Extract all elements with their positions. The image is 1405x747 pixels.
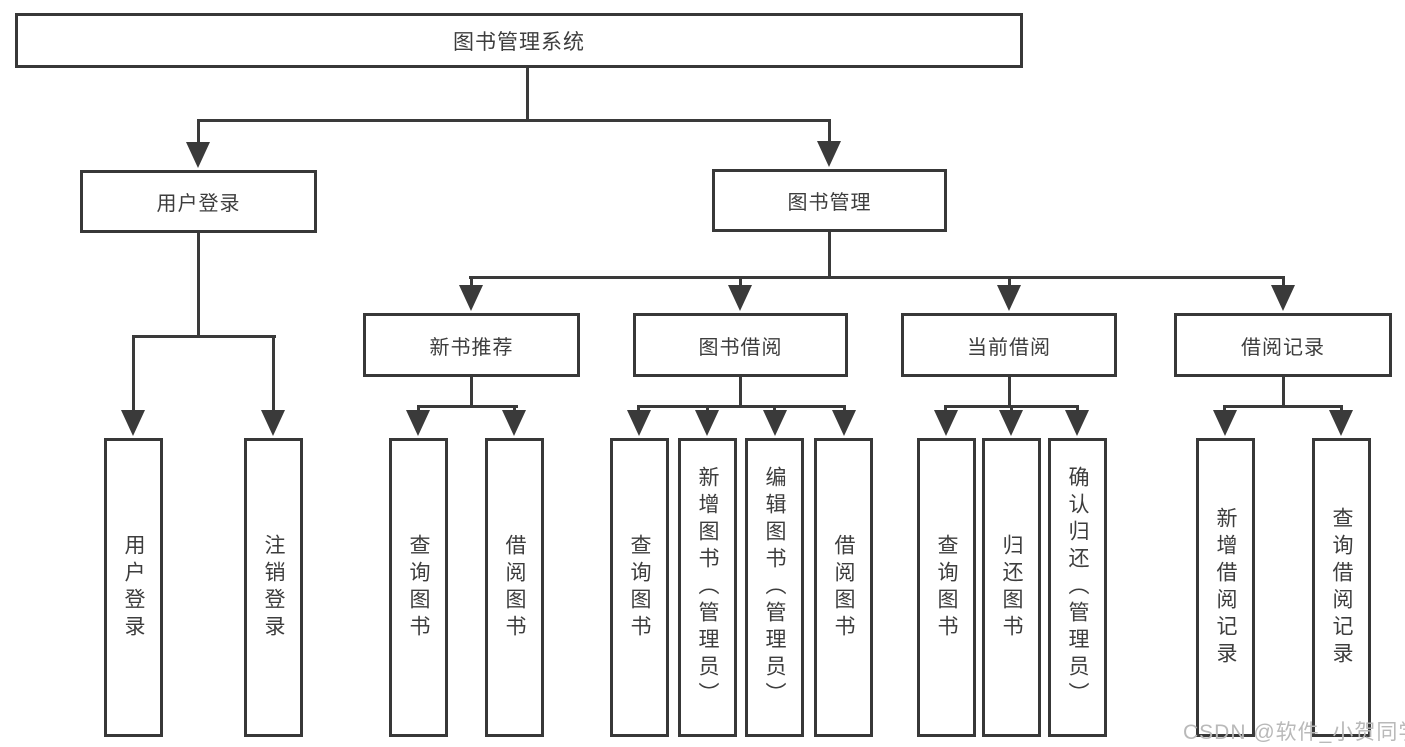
- node-user-login: 用户登录: [80, 170, 317, 233]
- node-new-book-recommend: 新书推荐: [363, 313, 580, 377]
- leaf-confirm-return-admin: 确认归还（管理员）: [1048, 438, 1107, 737]
- connector-line: [469, 276, 1285, 279]
- connector-line: [526, 68, 529, 122]
- arrow-down-icon: [627, 410, 651, 436]
- arrow-down-icon: [763, 410, 787, 436]
- arrow-down-icon: [1271, 285, 1295, 311]
- leaf-query-books-recommend: 查询图书: [389, 438, 448, 737]
- connector-line: [132, 335, 135, 415]
- connector-line: [1008, 377, 1011, 408]
- connector-line: [637, 405, 846, 408]
- connector-line: [828, 232, 831, 278]
- connector-line: [1223, 405, 1343, 408]
- connector-line: [470, 276, 473, 288]
- node-root: 图书管理系统: [15, 13, 1023, 68]
- connector-line: [272, 335, 275, 415]
- arrow-down-icon: [832, 410, 856, 436]
- connector-line: [197, 233, 200, 338]
- leaf-query-books-current: 查询图书: [917, 438, 976, 737]
- connector-line: [132, 335, 276, 338]
- arrow-down-icon: [406, 410, 430, 436]
- connector-line: [197, 119, 831, 122]
- arrow-down-icon: [502, 410, 526, 436]
- connector-line: [739, 276, 742, 288]
- arrow-down-icon: [1065, 410, 1089, 436]
- watermark: CSDN @软件_小贺同学: [1183, 721, 1405, 744]
- connector-line: [1008, 276, 1011, 288]
- leaf-borrow-books: 借阅图书: [814, 438, 873, 737]
- leaf-user-login: 用户登录: [104, 438, 163, 737]
- leaf-edit-book-admin: 编辑图书（管理员）: [745, 438, 804, 737]
- connector-line: [417, 405, 518, 408]
- connector-line: [1282, 377, 1285, 408]
- leaf-logout: 注销登录: [244, 438, 303, 737]
- arrow-down-icon: [999, 410, 1023, 436]
- connector-line: [470, 377, 473, 408]
- arrow-down-icon: [261, 410, 285, 436]
- arrow-down-icon: [695, 410, 719, 436]
- node-book-borrow: 图书借阅: [633, 313, 848, 377]
- connector-line: [828, 119, 831, 149]
- arrow-down-icon: [1213, 410, 1237, 436]
- leaf-add-borrow-record: 新增借阅记录: [1196, 438, 1255, 737]
- node-borrow-records: 借阅记录: [1174, 313, 1392, 377]
- arrow-down-icon: [934, 410, 958, 436]
- connector-line: [197, 119, 200, 149]
- connector-line: [739, 377, 742, 408]
- arrow-down-icon: [186, 142, 210, 168]
- node-book-management: 图书管理: [712, 169, 947, 232]
- leaf-query-borrow-record: 查询借阅记录: [1312, 438, 1371, 737]
- leaf-query-books-borrow: 查询图书: [610, 438, 669, 737]
- node-current-borrow: 当前借阅: [901, 313, 1117, 377]
- arrow-down-icon: [1329, 410, 1353, 436]
- leaf-borrow-books-recommend: 借阅图书: [485, 438, 544, 737]
- arrow-down-icon: [459, 285, 483, 311]
- leaf-return-book: 归还图书: [982, 438, 1041, 737]
- arrow-down-icon: [997, 285, 1021, 311]
- leaf-add-book-admin: 新增图书（管理员）: [678, 438, 737, 737]
- arrow-down-icon: [817, 141, 841, 167]
- arrow-down-icon: [121, 410, 145, 436]
- connector-line: [1282, 276, 1285, 288]
- arrow-down-icon: [728, 285, 752, 311]
